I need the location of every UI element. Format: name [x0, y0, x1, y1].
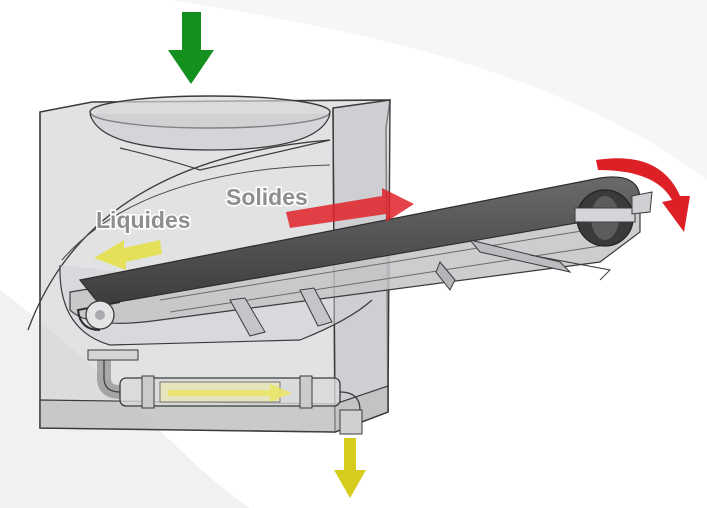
rotation-arrow — [596, 158, 690, 232]
hopper-funnel — [89, 113, 331, 151]
conveyor-belt — [69, 176, 653, 337]
infeed-arrow — [168, 12, 214, 84]
support-bracket — [468, 239, 572, 273]
screen-curve-outer — [27, 139, 331, 331]
background-swoosh — [0, 0, 707, 180]
solids-label: Solides — [226, 184, 308, 210]
pipe-flow-arrow — [168, 384, 292, 402]
outlet-arrow — [334, 438, 366, 498]
screen-curve-inner — [61, 164, 331, 261]
solids-arrow — [286, 188, 414, 228]
liquids-arrow — [94, 240, 162, 270]
hopper-chute — [119, 139, 331, 171]
liquids-label: Liquides — [96, 207, 191, 233]
conveyor-belt-return — [76, 301, 121, 331]
